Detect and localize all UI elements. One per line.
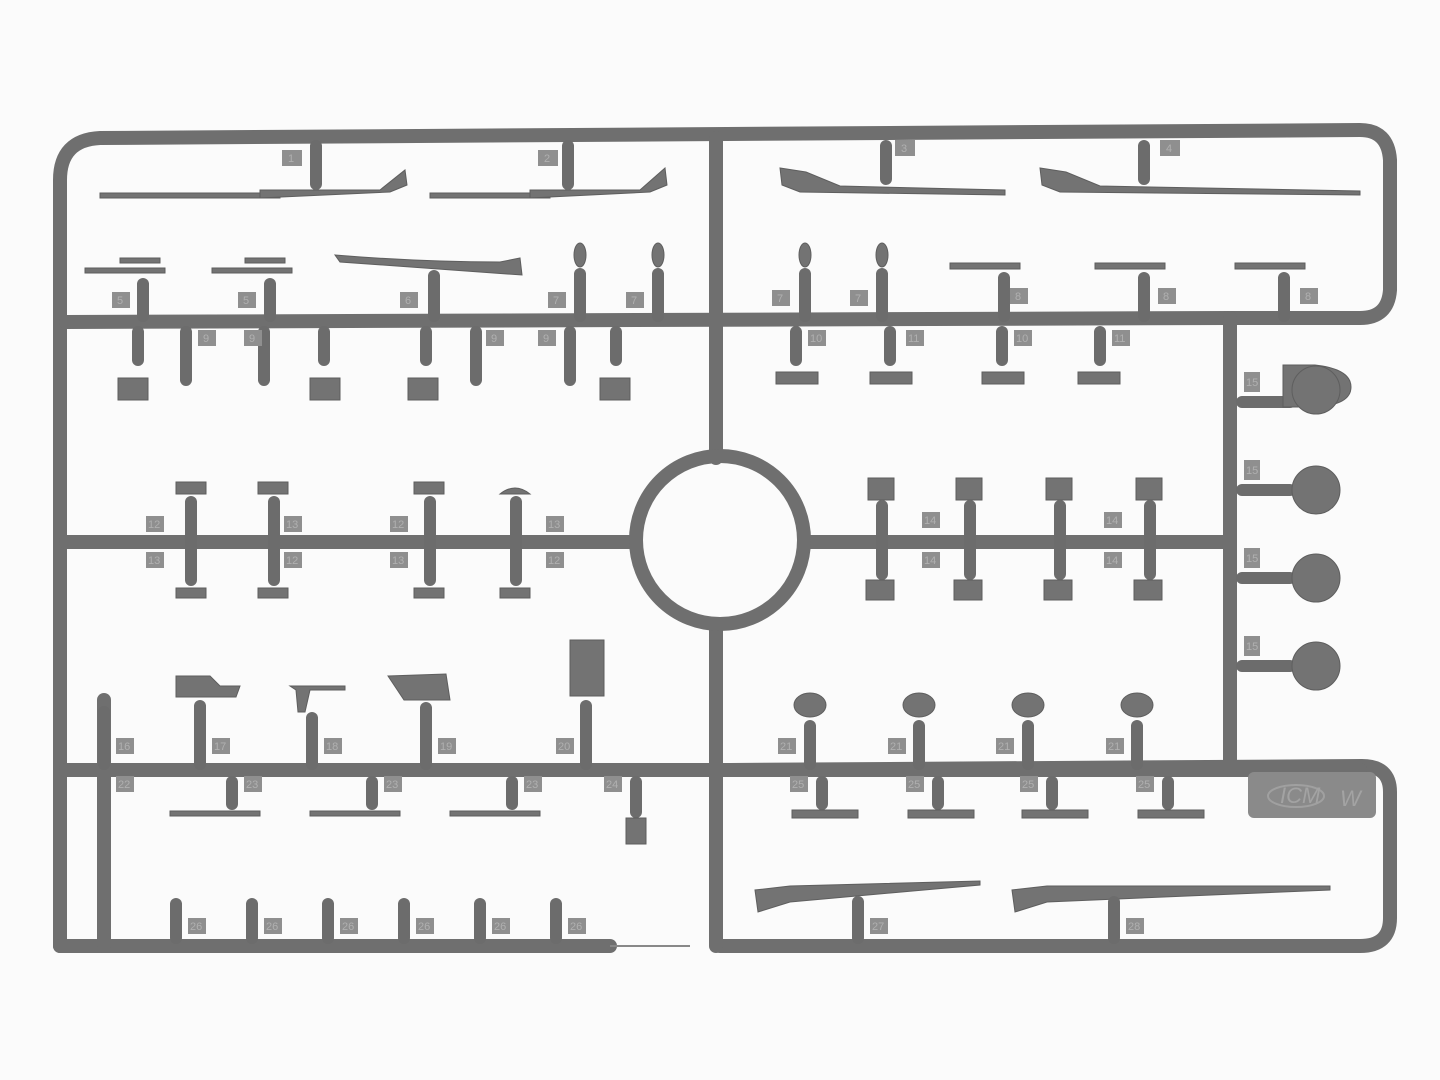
helmet-4: 15 <box>1236 636 1341 691</box>
part-number-23b: 23 <box>386 779 398 791</box>
part-number-7a: 7 <box>553 295 559 307</box>
part-number-11b: 11 <box>1114 333 1125 345</box>
svg-text:15: 15 <box>1246 553 1258 565</box>
part-number-12b: 12 <box>286 555 298 567</box>
part-number-28: 28 <box>1128 921 1140 933</box>
row2-parts: 5 5 6 7 7 7 7 8 8 8 <box>84 242 1318 322</box>
part-number-18: 18 <box>326 741 338 753</box>
svg-text:21: 21 <box>890 741 902 753</box>
part-number-8b: 8 <box>1163 291 1169 303</box>
rifles-row-top: 1 2 3 4 <box>99 140 1361 199</box>
part-number-16: 16 <box>118 741 130 753</box>
part-number-9b: 9 <box>249 333 255 345</box>
part-number-23a: 23 <box>246 779 258 791</box>
part-number-19: 19 <box>440 741 452 753</box>
helmets-column: 15 15 15 15 <box>1236 364 1352 691</box>
part-number-7c: 7 <box>777 293 783 305</box>
part-number-7b: 7 <box>631 295 637 307</box>
part-number-20: 20 <box>558 741 570 753</box>
part-number-12d: 12 <box>548 555 560 567</box>
part-number-13a: 13 <box>148 555 160 567</box>
part-number-14d: 14 <box>1106 555 1118 567</box>
part-number-10b: 10 <box>1016 333 1028 345</box>
part-number-9a: 9 <box>203 333 209 345</box>
part-number-13d: 13 <box>548 519 560 531</box>
svg-text:21: 21 <box>998 741 1010 753</box>
row3-parts: 9 9 9 9 10 11 10 11 <box>117 326 1130 401</box>
part-number-11a: 11 <box>908 333 919 345</box>
part-number-1: 1 <box>288 153 294 165</box>
svg-text:26: 26 <box>190 921 202 933</box>
part-number-7d: 7 <box>855 293 861 305</box>
part-number-27: 27 <box>872 921 884 933</box>
sprue-frame <box>53 123 1397 953</box>
row5-left-parts: 16 17 18 19 20 <box>98 639 605 770</box>
helmet-3: 15 <box>1236 548 1341 603</box>
svg-text:25: 25 <box>1138 779 1150 791</box>
part-number-9d: 9 <box>543 333 549 345</box>
sprue-letter: W <box>1340 786 1363 811</box>
svg-text:21: 21 <box>780 741 792 753</box>
svg-text:26: 26 <box>418 921 430 933</box>
svg-text:26: 26 <box>266 921 278 933</box>
part-number-2: 2 <box>544 153 550 165</box>
part-number-8a: 8 <box>1015 291 1021 303</box>
svg-text:15: 15 <box>1246 641 1258 653</box>
helmet-2: 15 <box>1236 460 1341 515</box>
row5-right-parts: 21 21 21 21 <box>778 692 1154 770</box>
part-number-8c: 8 <box>1305 291 1311 303</box>
part-number-6: 6 <box>405 295 411 307</box>
part-number-14a: 14 <box>924 515 936 527</box>
part-number-10a: 10 <box>810 333 822 345</box>
part-number-12c: 12 <box>392 519 404 531</box>
part-number-9c: 9 <box>491 333 497 345</box>
part-number-5b: 5 <box>243 295 249 307</box>
icm-logo: ICM <box>1280 783 1321 808</box>
svg-text:15: 15 <box>1246 465 1258 477</box>
svg-text:26: 26 <box>570 921 582 933</box>
svg-text:25: 25 <box>908 779 920 791</box>
part-number-13b: 13 <box>286 519 298 531</box>
svg-text:26: 26 <box>494 921 506 933</box>
part-number-5a: 5 <box>117 295 123 307</box>
part-number-22: 22 <box>118 779 130 791</box>
part-number-14c: 14 <box>1106 515 1118 527</box>
svg-text:25: 25 <box>1022 779 1034 791</box>
part-number-24: 24 <box>606 779 618 791</box>
part-number-3: 3 <box>901 143 907 155</box>
svg-text:25: 25 <box>792 779 804 791</box>
svg-text:26: 26 <box>342 921 354 933</box>
part-number-23c: 23 <box>526 779 538 791</box>
icm-logo-plate: ICM W <box>1248 772 1376 818</box>
part-number-17: 17 <box>214 741 226 753</box>
svg-text:15: 15 <box>1246 377 1258 389</box>
row6-right-parts: 25 25 25 25 <box>790 776 1205 819</box>
svg-text:21: 21 <box>1108 741 1120 753</box>
part-number-12a: 12 <box>148 519 160 531</box>
middle-row-parts: 12 13 13 12 12 13 13 12 14 14 <box>146 477 1163 601</box>
part-number-13c: 13 <box>392 555 404 567</box>
part-number-4: 4 <box>1166 143 1172 155</box>
part-number-14b: 14 <box>924 555 936 567</box>
bottom-left-parts: 26 26 26 26 26 26 <box>170 898 586 944</box>
row6-left-parts: 22 23 23 23 24 <box>116 776 647 845</box>
bottom-right-rifles: 27 28 <box>754 880 1331 944</box>
